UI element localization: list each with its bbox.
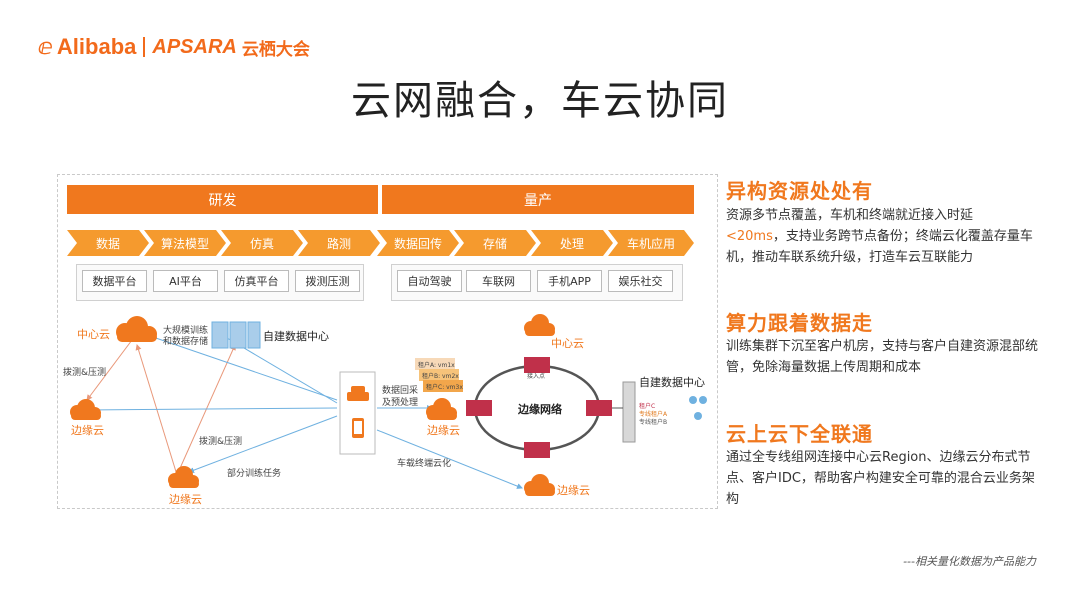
phase-rnd: 研发 — [67, 185, 378, 214]
center-cloud-icon — [116, 316, 157, 342]
text-hr-part-1: 资源多节点覆盖，车机和终端就近接入时延 — [726, 208, 974, 223]
platform-data: 数据平台 — [82, 270, 147, 292]
access-point-label: 接入点 — [527, 372, 545, 380]
text-heterogeneous-resources: 资源多节点覆盖，车机和终端就近接入时延 <20ms，支持业务跨节点备份；终端云化覆… — [726, 205, 1038, 268]
chevron-vehicle-app: 车机应用 — [608, 230, 694, 256]
platform-simulation: 仿真平台 — [224, 270, 289, 292]
tenant-c-tag: 租户C: vm3x — [426, 383, 463, 391]
heading-full-connectivity: 云上云下全联通 — [726, 422, 873, 446]
access-points — [466, 357, 612, 458]
ring-center-cloud-icon — [524, 314, 555, 336]
latency-highlight: <20ms — [726, 229, 773, 244]
data-return-label-2: 及预处理 — [382, 396, 418, 408]
test-label-1: 拨测&压测 — [63, 366, 106, 378]
edge-network-label: 边缘网络 — [517, 402, 562, 416]
access-point-right — [586, 400, 612, 416]
ring-edge-cloud-left-label: 边缘云 — [427, 424, 460, 437]
edge-cloud-left-label: 边缘云 — [71, 424, 104, 437]
edge-cloud-bottom-icon — [168, 466, 199, 488]
alibaba-apsara-logo: ⅇ Alibaba APSARA 云栖大会 — [38, 34, 310, 60]
own-dc-right-label: 自建数据中心 — [639, 375, 705, 389]
apsara-wordmark: APSARA — [152, 35, 237, 58]
platform-ai: AI平台 — [153, 270, 218, 292]
own-dc-left-label: 自建数据中心 — [263, 329, 329, 343]
phone-icon — [352, 418, 364, 438]
chevron-simulation: 仿真 — [221, 230, 303, 256]
test-label-2: 拨测&压测 — [199, 435, 242, 447]
ring-center-cloud-label: 中心云 — [551, 337, 584, 350]
chevron-data: 数据 — [67, 230, 149, 256]
footnote: ---相关量化数据为产品能力 — [903, 555, 1036, 568]
alibaba-logo-mark: ⅇ — [38, 34, 53, 60]
platform-dial-test: 拨测压测 — [295, 270, 360, 292]
rack-icon — [622, 381, 636, 443]
partial-training-label: 部分训练任务 — [227, 467, 281, 479]
platform-entertainment: 娱乐社交 — [608, 270, 673, 292]
platform-autonomous-driving: 自动驾驶 — [397, 270, 462, 292]
tenant-tags: 租户A: vm1x 租户B: vm2x 租户C: vm3x — [415, 358, 463, 392]
platform-iov: 车联网 — [466, 270, 531, 292]
ring-edge-cloud-left-icon — [426, 398, 457, 420]
platform-mobile-app: 手机APP — [537, 270, 602, 292]
text-compute-follows-data: 训练集群下沉至客户机房，支持与客户自建资源混部统管，免除海量数据上传周期和成本 — [726, 339, 1039, 375]
left-connections — [86, 333, 523, 489]
text-hr-part-2: ，支持业务跨节点备份；终端云化覆盖存量车机，推动车联系统升级，打造车云互联能力 — [726, 229, 1033, 265]
vehicle-cloudification-label: 车载终端云化 — [397, 457, 451, 469]
logo-divider — [143, 37, 146, 57]
data-return-label-1: 数据回采 — [382, 384, 418, 396]
chevron-road-test: 路测 — [298, 230, 380, 256]
center-cloud-label: 中心云 — [77, 328, 110, 341]
center-cloud-note-1: 大规模训练 — [163, 324, 208, 336]
rack-label-b: 专线租户B — [639, 418, 667, 426]
access-point-bottom — [524, 442, 550, 458]
edge-cloud-bottom-label: 边缘云 — [169, 493, 202, 506]
network-diagram: 中心云 大规模训练 和数据存储 自建数据中心 拨测&压测 边缘云 拨测&压测 部… — [63, 314, 707, 506]
text-full-connectivity: 通过全专线组网连接中心云Region、边缘云分布式节点、客户IDC，帮助客户构建… — [726, 450, 1035, 507]
car-icon — [347, 386, 369, 401]
access-point-left — [466, 400, 492, 416]
server-rack-icon — [211, 321, 261, 349]
chevron-storage: 存储 — [454, 230, 536, 256]
heading-compute-follows-data: 算力跟着数据走 — [726, 311, 873, 335]
page-title: 云网融合，车云协同 — [351, 78, 729, 124]
center-cloud-note-2: 和数据存储 — [163, 335, 208, 347]
terminal-box — [339, 371, 376, 455]
rack-label-c: 租户C — [639, 402, 655, 410]
access-point-top — [524, 357, 550, 373]
alibaba-wordmark: Alibaba — [56, 34, 137, 59]
tenant-a-tag: 租户A: vm1x — [418, 361, 455, 369]
chevron-algorithm-model: 算法模型 — [144, 230, 226, 256]
yunqi-conference-name: 云栖大会 — [241, 39, 310, 60]
ring-edge-cloud-bottom-icon — [524, 474, 555, 496]
tenant-b-tag: 租户B: vm2x — [422, 372, 459, 380]
chevron-processing: 处理 — [531, 230, 613, 256]
rack-label-a: 专线租户A — [639, 410, 668, 418]
chevron-data-return: 数据回传 — [377, 230, 459, 256]
ring-edge-cloud-bottom-label: 边缘云 — [557, 484, 590, 497]
phase-production: 量产 — [382, 185, 694, 214]
heading-heterogeneous-resources: 异构资源处处有 — [726, 179, 873, 203]
architecture-panel — [57, 174, 718, 509]
rack-tenant-labels: 租户C 专线租户A 专线租户B — [612, 396, 707, 426]
edge-cloud-left-icon — [70, 399, 101, 420]
